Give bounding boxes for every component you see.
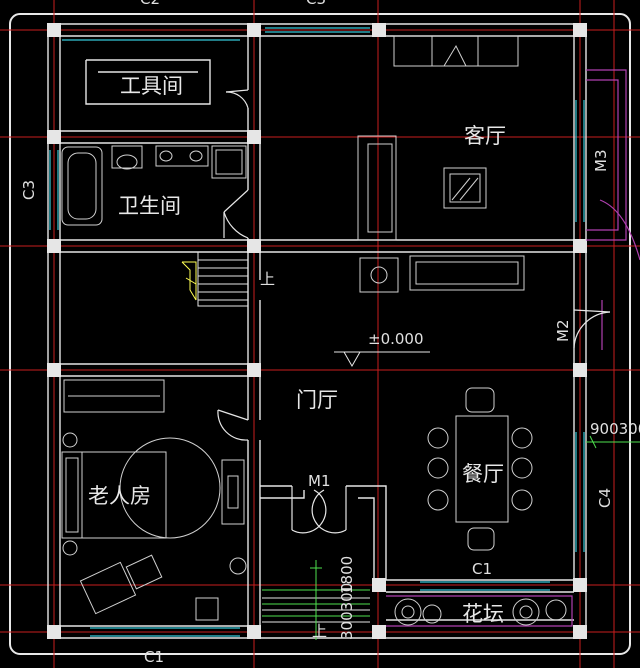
windows [49,27,585,637]
stair-up-mark: 上 [260,270,276,288]
dimension-300: 300300 [338,582,356,640]
room-label-flower-bed: 花坛 [462,602,504,626]
step-up-mark: 上 [312,622,328,640]
flower-bed-plants [394,598,567,626]
elevation-symbol [334,351,430,368]
columns [47,23,587,639]
doors [217,89,611,534]
elevation-label: ±0.000 [368,330,424,348]
drawing-frame [9,13,631,655]
window-tag-c1-flower: C1 [472,560,493,578]
room-label-bathroom: 卫生间 [118,194,181,218]
dimension-900: 900300 [590,420,640,438]
dimension-lines [262,435,640,640]
door-tag-m3: M3 [592,149,610,173]
window-tag-c2: C2 [140,0,160,7]
furniture [61,35,533,621]
room-label-foyer: 门厅 [296,388,338,412]
window-tag-c4: C4 [596,487,614,508]
door-tag-m2: M2 [554,319,572,343]
window-tag-c3-top: C3 [306,0,326,7]
bay-window [386,69,640,627]
room-label-dining-room: 餐厅 [462,462,504,486]
door-tag-m1: M1 [308,472,331,490]
walls [47,23,587,639]
staircase [181,251,249,307]
window-tag-c3-left: C3 [20,179,38,200]
room-label-tool-room: 工具间 [120,74,183,98]
room-label-elder-room: 老人房 [88,484,151,508]
room-label-living-room: 客厅 [464,124,506,148]
window-tag-c1-bottom: C1 [144,648,165,666]
